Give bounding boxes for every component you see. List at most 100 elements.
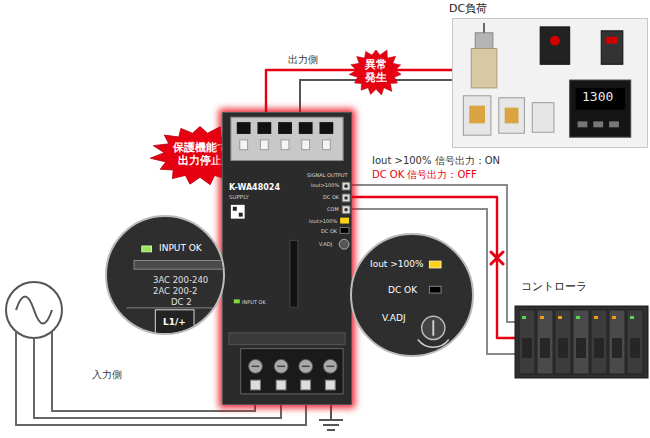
- terminal-hole: [319, 122, 333, 134]
- yellow-led: [429, 261, 441, 268]
- relay-coil: [469, 106, 485, 124]
- signal-name: DC OK: [323, 195, 339, 201]
- node-art: [515, 298, 648, 380]
- zoom-circle: INPUT OK 3AC 200-2402AC 200-2DC 2 L1/+: [105, 215, 225, 335]
- controller-module: [555, 310, 571, 374]
- sensor-lens: [606, 37, 618, 44]
- module-led: [540, 316, 544, 319]
- limit-switch-body: [471, 49, 497, 88]
- adjust-knob: [339, 239, 349, 249]
- controller-key: [593, 121, 603, 127]
- controller-unit: コントローラ: [515, 298, 648, 380]
- terminal-screw: [274, 359, 288, 373]
- label-bar: [134, 261, 225, 270]
- cross-stroke: [491, 252, 503, 264]
- module-connector: [540, 338, 550, 358]
- signal-note: DC OK 信号出力：OFF: [372, 169, 477, 181]
- off-led: [429, 286, 441, 293]
- unit-caption: SUPPLY: [229, 194, 249, 200]
- terminal-label-frame: [155, 310, 194, 335]
- screw-slot: [302, 366, 310, 367]
- qr-dot: [233, 207, 237, 211]
- green-led: [142, 246, 152, 252]
- module-led: [612, 316, 616, 319]
- sensor-lens: [550, 36, 560, 46]
- led-name: INPUT OK: [159, 243, 202, 253]
- switch-head: [475, 33, 493, 49]
- signal-name: COM: [327, 207, 339, 213]
- model-number: K-WA48024: [229, 183, 280, 192]
- photo-sensor: [540, 27, 570, 64]
- terminal-lever: [260, 140, 268, 150]
- ground-bar: [327, 429, 335, 431]
- ground-wire: [330, 405, 332, 420]
- spec-plate: [229, 333, 345, 345]
- knob-name: V.ADJ: [319, 242, 332, 248]
- terminal-lever: [281, 140, 289, 150]
- wire-label: 出力側: [286, 54, 320, 66]
- alert-starburst: 異常発生: [349, 48, 403, 96]
- terminal-entry: [276, 380, 286, 390]
- load-photo-box: DC負荷: [452, 18, 648, 148]
- terminal-entry: [325, 380, 335, 390]
- ground-bar: [319, 419, 343, 421]
- alert-text: 異常発生: [364, 59, 388, 84]
- controller-module: [573, 310, 589, 374]
- relay-coil: [505, 108, 519, 124]
- output-terminal-block: [231, 117, 343, 160]
- ground-symbol: [319, 405, 343, 430]
- terminal-entry: [251, 380, 261, 390]
- ac-source-symbol: [6, 282, 62, 338]
- led-name: DC OK: [321, 229, 337, 235]
- led-name: Iout>100%: [309, 219, 337, 225]
- signal-note: Iout >100% 信号出力：ON: [372, 155, 500, 167]
- spec-text: 3AC 200-240: [153, 276, 208, 286]
- zoom-circle: Iout >100%DC OKV.ADJ: [350, 233, 474, 357]
- module-led: [594, 316, 598, 319]
- terminal-lever: [240, 140, 248, 150]
- node-art: [453, 19, 647, 147]
- terminal-screw: [299, 359, 313, 373]
- terminal-screw: [344, 196, 348, 200]
- vent-slot: [290, 240, 298, 307]
- module-connector: [576, 338, 586, 358]
- relay: [499, 98, 525, 133]
- panel-edge: [126, 307, 223, 308]
- adjust-knob: [422, 316, 445, 339]
- terminal-screw: [323, 359, 337, 373]
- input-terminal-block: [241, 349, 343, 394]
- controller-key: [578, 121, 588, 127]
- signal-terminal: [342, 194, 350, 202]
- controller-key: [609, 121, 619, 127]
- module-connector: [630, 338, 640, 358]
- terminal-screw: [344, 184, 348, 188]
- module-connector: [594, 338, 604, 358]
- controller-module: [627, 310, 643, 374]
- qr-dot: [239, 213, 243, 217]
- spec-text: 2AC 200-2: [153, 287, 197, 297]
- led-name: INPUT OK: [242, 300, 266, 306]
- relay: [463, 96, 491, 135]
- alert-text: 保護機能で出力停止: [171, 142, 228, 167]
- photo-sensor: [601, 31, 623, 64]
- controller-module: [537, 310, 553, 374]
- cross-mark: [491, 252, 503, 264]
- module-led: [558, 316, 562, 319]
- side-label: 入力側: [92, 369, 122, 381]
- terminal-screw: [249, 359, 263, 373]
- terminal-name: L1/+: [163, 317, 186, 327]
- led-name: Iout >100%: [370, 259, 424, 269]
- knob-slot: [432, 320, 434, 335]
- signal-name: Iout>100%: [311, 183, 339, 189]
- signal-terminal: [342, 206, 350, 214]
- terminal-hole: [299, 122, 313, 134]
- ac-source-circle: [6, 282, 62, 338]
- terminal-hole: [278, 122, 292, 134]
- node-art: [223, 113, 351, 404]
- spec-text: DC 2: [171, 298, 192, 308]
- signal-terminal: [342, 182, 350, 190]
- led-name: DC OK: [388, 285, 417, 295]
- controller-module: [609, 310, 625, 374]
- power-supply-unit: K-WA48024SUPPLYSIGNAL OUTPUTIout>100%DC …: [222, 112, 352, 405]
